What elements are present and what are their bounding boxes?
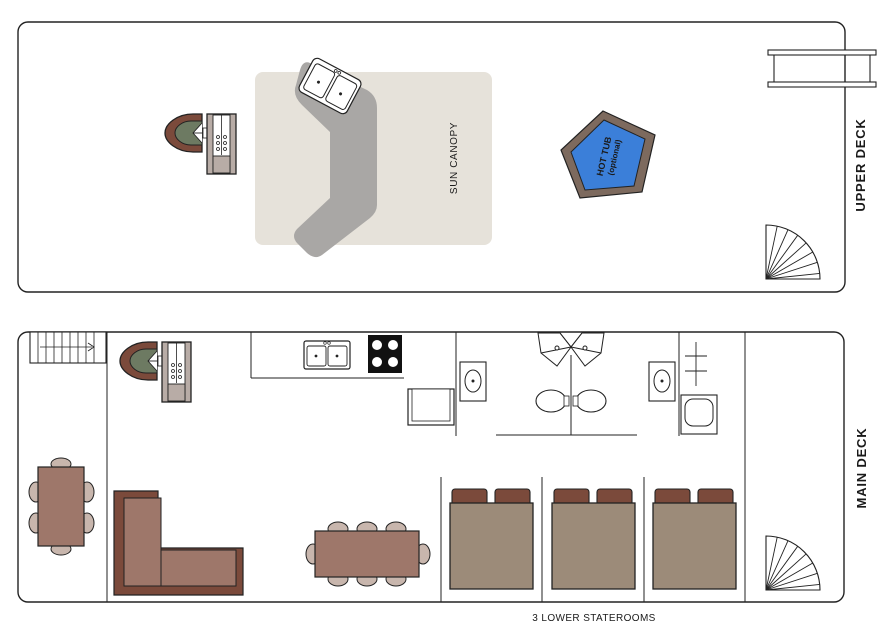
main-deck — [17, 331, 845, 603]
interior-walls — [106, 332, 746, 602]
galley-sink — [303, 340, 351, 370]
staterooms-label: 3 LOWER STATEROOMS — [532, 613, 656, 624]
front-dining-table — [28, 457, 95, 556]
stateroom-bed-2 — [551, 488, 636, 590]
cooktop — [368, 335, 402, 373]
stateroom-bed-1 — [449, 488, 534, 590]
bath-sink-right — [648, 361, 676, 402]
upper-deck: SUN CANOPY HOT TUB (optional) — [17, 21, 877, 293]
upper-deck-label: UPPER DECK — [853, 118, 868, 211]
wet-bar-sink — [298, 57, 362, 115]
toilets — [535, 389, 607, 413]
salon-dining-table — [305, 521, 431, 587]
wet-bar-counter — [294, 62, 377, 258]
refrigerator — [407, 388, 455, 426]
entry-steps — [29, 331, 107, 364]
main-deck-outline — [17, 331, 845, 603]
bath-sink-left — [459, 361, 487, 402]
showers — [537, 332, 605, 367]
sun-canopy-label: SUN CANOPY — [449, 122, 460, 194]
upper-slide — [767, 49, 877, 88]
sectional-sofa — [113, 490, 244, 596]
stateroom-bed-3 — [652, 488, 737, 590]
main-deck-label: MAIN DECK — [854, 428, 869, 509]
hot-tub: HOT TUB (optional) — [560, 110, 656, 199]
washer — [680, 342, 718, 435]
